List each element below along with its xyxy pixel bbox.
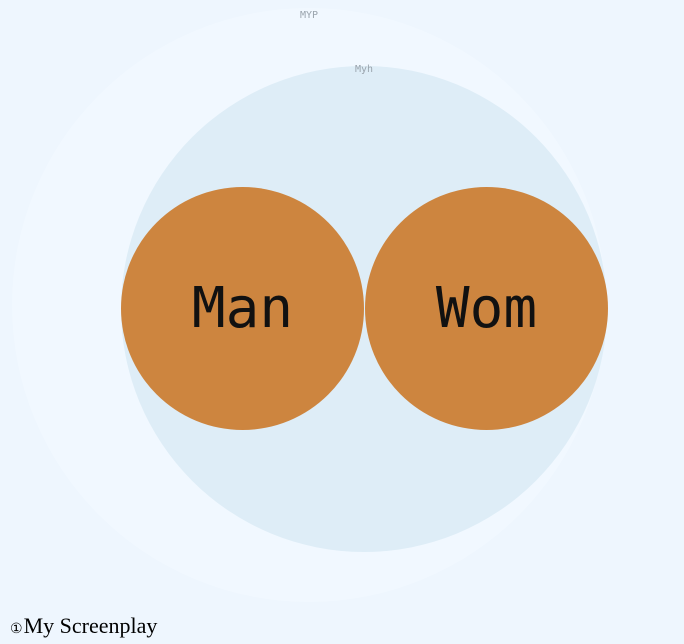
footer-title-row: ① My Screenplay [10, 613, 157, 639]
node-wom-label: Wom [435, 275, 538, 341]
screenplay-title: My Screenplay [23, 613, 158, 638]
node-man-label: Man [191, 275, 294, 341]
node-man[interactable]: Man [121, 187, 364, 430]
outer-group-label: MYP [299, 10, 319, 21]
inner-group-label: Myh [354, 64, 374, 75]
circled-one-icon: ① [10, 622, 23, 637]
node-wom[interactable]: Wom [365, 187, 608, 430]
